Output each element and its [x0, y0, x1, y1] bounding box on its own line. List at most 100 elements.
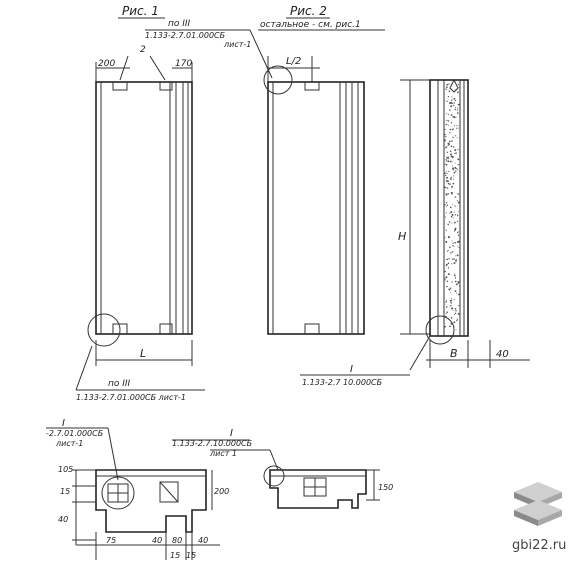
- hatch-dot: [451, 102, 453, 105]
- hatch-dot: [446, 187, 449, 189]
- hatch-dot: [449, 325, 451, 328]
- hatch-dot: [453, 258, 455, 260]
- fig2-ref-1: I: [350, 364, 353, 375]
- hatch-dot: [449, 128, 452, 131]
- hatch-dot: [452, 155, 454, 157]
- hatch-dot: [447, 160, 450, 163]
- hatch-dot: [446, 204, 449, 206]
- hatch-dot: [456, 112, 459, 114]
- watermark-text[interactable]: gbi22.ru: [512, 538, 567, 553]
- detail1-dim-75: 75: [106, 536, 116, 545]
- hatch-dot: [445, 159, 447, 161]
- hatch-dot: [458, 305, 460, 307]
- hatch-dot: [444, 186, 446, 189]
- hatch-dot: [454, 221, 456, 224]
- gbi-logo-icon: [514, 482, 562, 526]
- hatch-dot: [458, 87, 460, 88]
- hatch-dot: [450, 114, 453, 116]
- hatch-dot: [457, 193, 459, 195]
- hatch-dot: [452, 167, 455, 170]
- hatch-dot: [450, 145, 453, 148]
- fig2-panel: [258, 17, 385, 335]
- detail2-ref-2: 1.133-2.7.10.000СБ: [172, 439, 253, 448]
- hatch-dot: [451, 263, 453, 265]
- hatch-dot: [456, 168, 458, 170]
- hatch-dot: [451, 152, 453, 154]
- hatch-dot: [449, 246, 451, 248]
- hatch-dot: [445, 179, 448, 182]
- hatch-dot: [450, 176, 452, 179]
- hatch-dot: [447, 158, 449, 160]
- hatch-dot: [449, 160, 452, 163]
- hatch-dot: [452, 136, 454, 139]
- detail1-dim-40: 40: [58, 515, 68, 524]
- hatch-dot: [447, 223, 449, 226]
- hatch-dot: [457, 125, 459, 127]
- hatch-dot: [453, 321, 456, 324]
- hatch-dot: [452, 182, 455, 185]
- fig1-ref-bottom-1: по III: [108, 379, 131, 389]
- hatch-dot: [452, 168, 455, 171]
- hatch-dot: [457, 215, 459, 217]
- hatch-dot: [457, 234, 460, 236]
- hatch-dot: [453, 205, 455, 207]
- hatch-dot: [457, 91, 459, 94]
- hatch-dot: [449, 90, 451, 92]
- hatch-dot: [454, 108, 456, 111]
- fig2-title: Рис. 2: [290, 4, 327, 18]
- hatch-dot: [451, 185, 453, 188]
- hatch-dot: [451, 251, 454, 253]
- hatch-dot: [453, 313, 456, 316]
- fig1-dim-200: 200: [98, 59, 115, 69]
- hatch-dot: [449, 212, 451, 214]
- hatch-dot: [453, 104, 455, 107]
- hatch-dot: [456, 125, 458, 127]
- hatch-dot: [456, 292, 458, 294]
- hatch-dot: [455, 310, 457, 312]
- hatch-dot: [458, 293, 460, 296]
- hatch-dot: [456, 200, 458, 202]
- hatch-dot: [454, 274, 456, 277]
- concrete-hatch: [444, 83, 460, 331]
- hatch-dot: [444, 163, 446, 165]
- hatch-dot: [454, 290, 457, 292]
- hatch-dot: [446, 151, 448, 153]
- hatch-dot: [444, 325, 446, 328]
- hatch-dot: [446, 285, 448, 288]
- hatch-dot: [457, 103, 460, 106]
- hatch-dot: [457, 231, 459, 234]
- hatch-dot: [450, 211, 453, 214]
- detail2-section: [172, 439, 380, 509]
- fig1-dim-170: 170: [175, 59, 192, 69]
- hatch-dot: [445, 313, 447, 315]
- fig1-title: Рис. 1: [122, 4, 159, 18]
- hatch-dot: [454, 135, 457, 137]
- fig1-dim-L: L: [140, 347, 146, 360]
- detail1-dim-40c: 40: [198, 536, 208, 545]
- hatch-dot: [452, 128, 454, 131]
- hatch-dot: [450, 252, 452, 254]
- hatch-dot: [446, 164, 448, 166]
- hatch-dot: [455, 258, 457, 261]
- hatch-dot: [444, 270, 446, 273]
- hatch-dot: [456, 319, 458, 322]
- hatch-dot: [457, 163, 460, 166]
- hatch-dot: [452, 242, 454, 244]
- detail2-ref-1: I: [230, 428, 233, 439]
- hatch-dot: [447, 180, 449, 182]
- hatch-dot: [451, 96, 453, 98]
- detail1-dim-80: 80: [172, 536, 182, 545]
- hatch-dot: [451, 140, 453, 142]
- hatch-dot: [449, 183, 451, 185]
- hatch-dot: [449, 287, 452, 289]
- hatch-dot: [444, 128, 446, 130]
- hatch-dot: [457, 158, 460, 161]
- hatch-dot: [445, 212, 447, 214]
- hatch-dot: [456, 220, 459, 223]
- hatch-dot: [445, 229, 447, 231]
- hatch-dot: [453, 102, 455, 104]
- hatch-dot: [455, 259, 457, 262]
- hatch-dot: [452, 258, 454, 260]
